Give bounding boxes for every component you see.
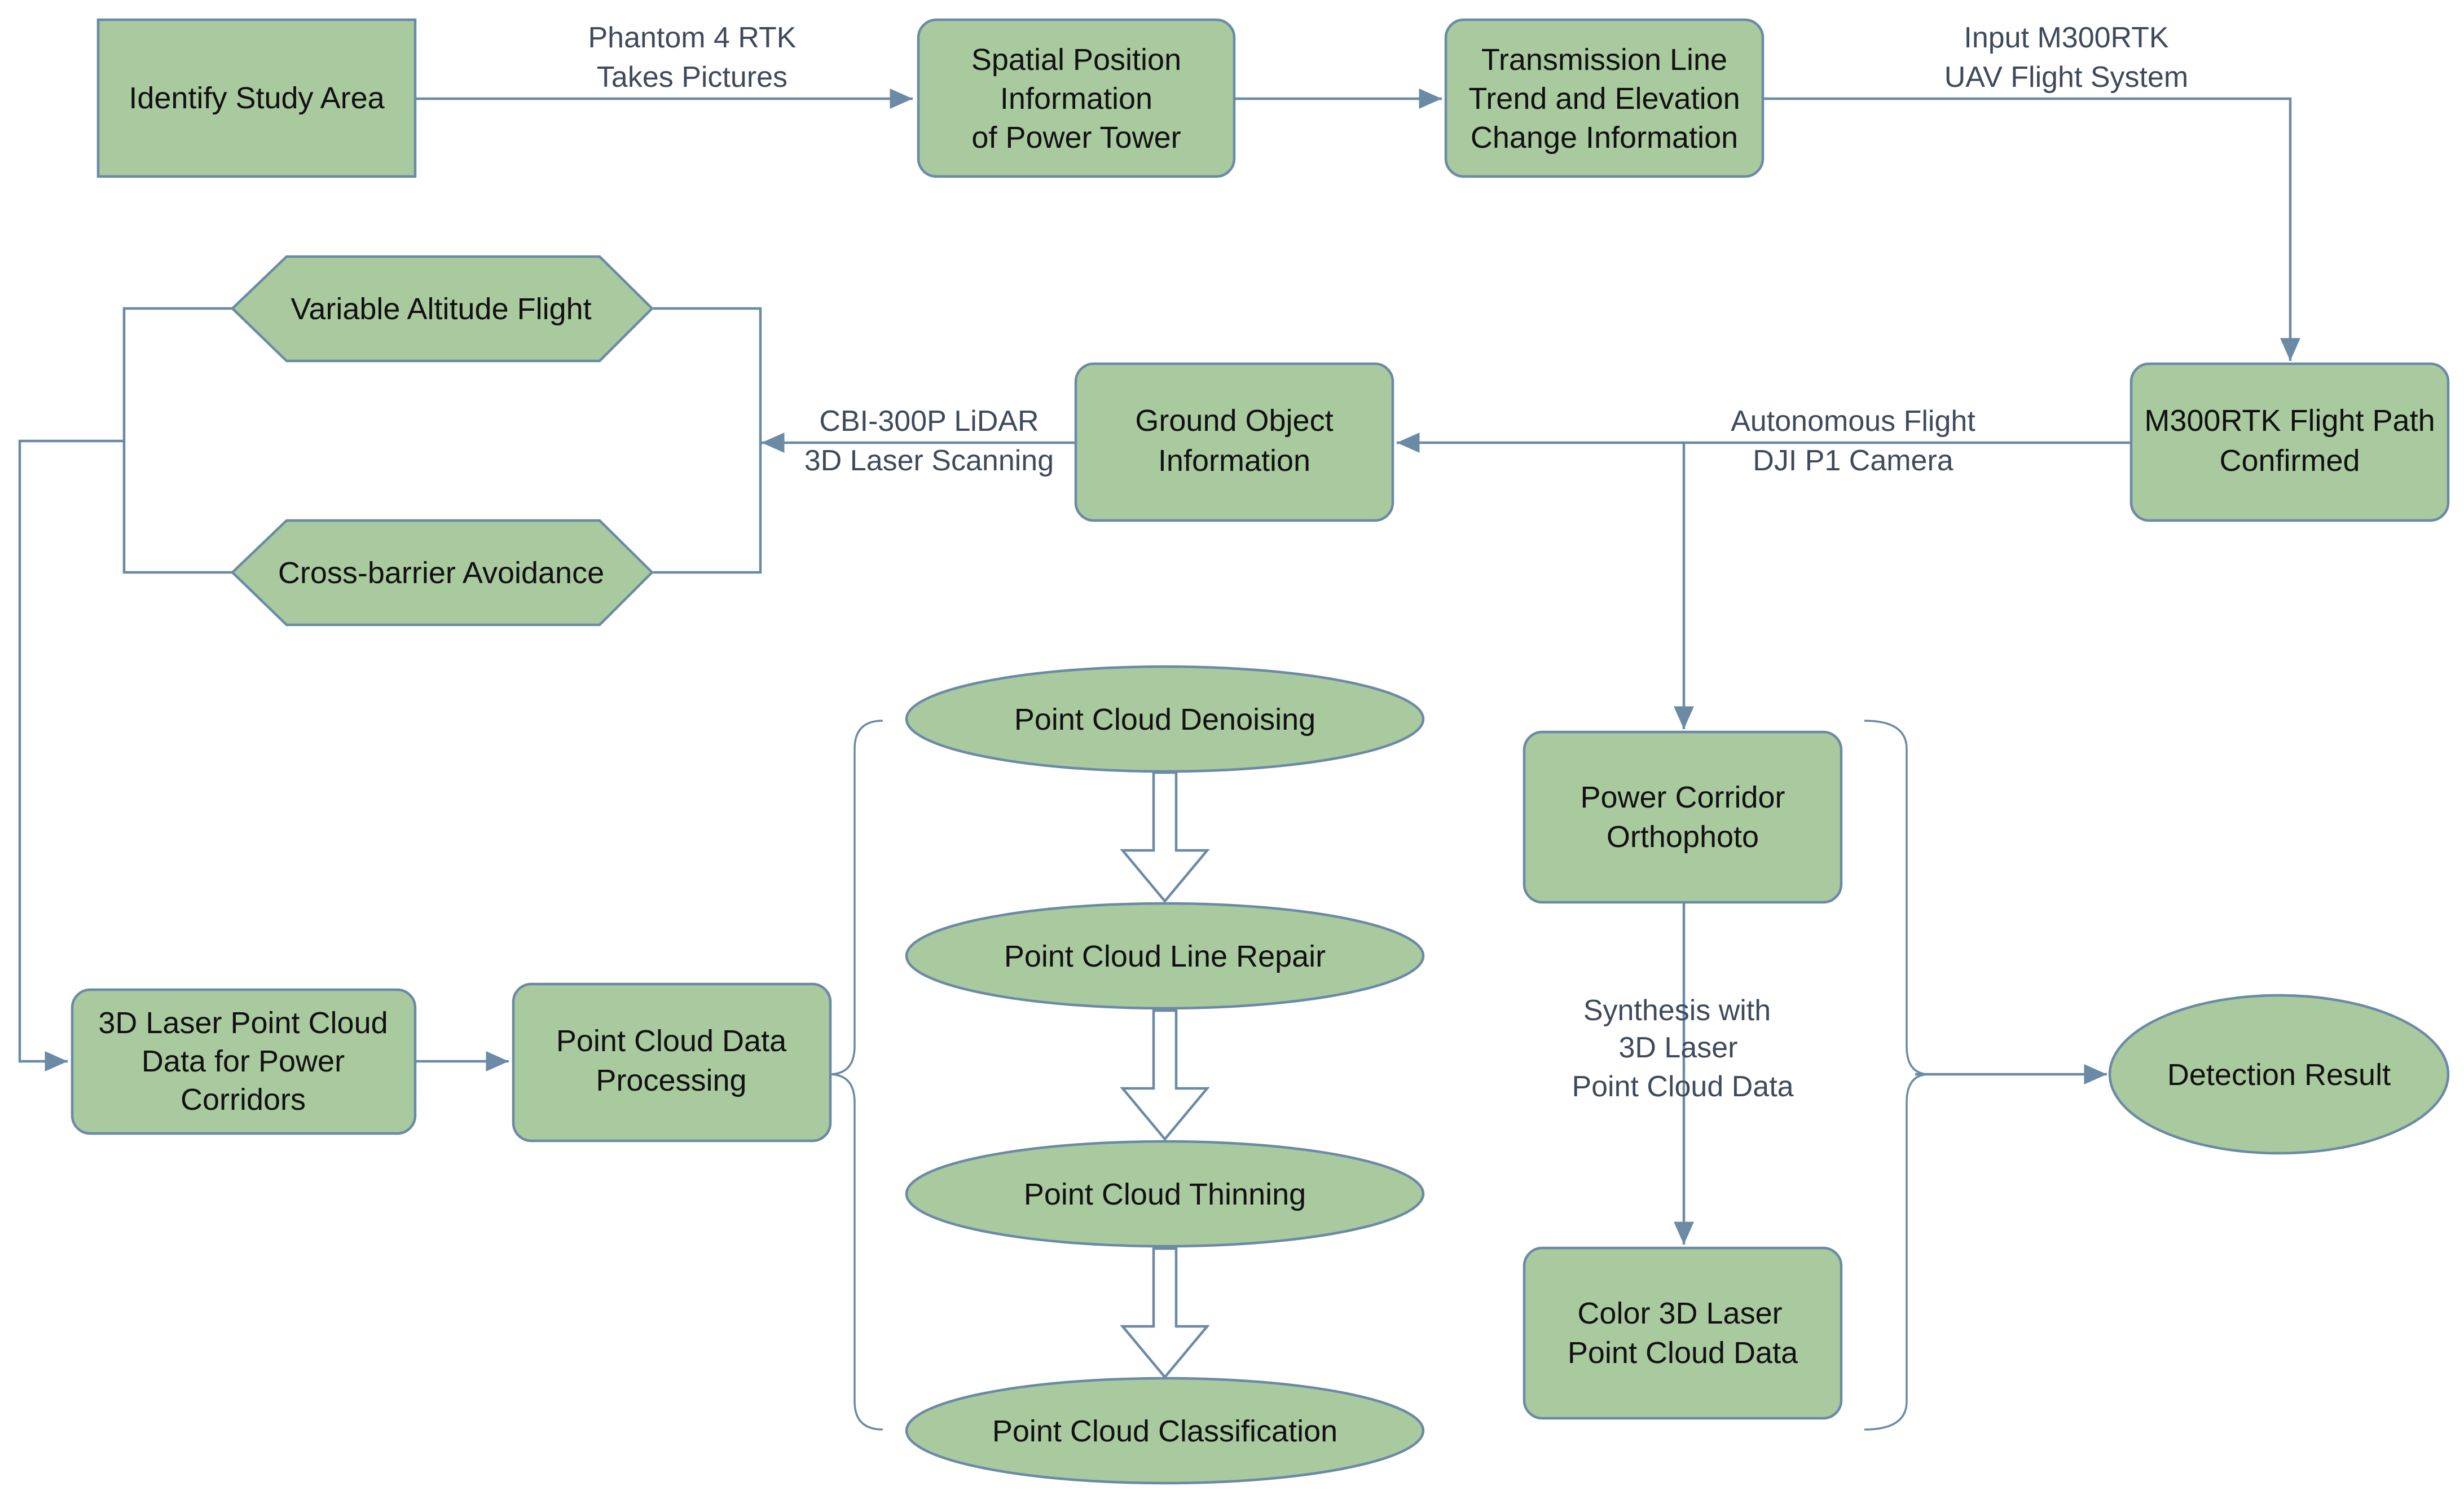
- edge-label-lidar-line-2: 3D Laser Scanning: [804, 444, 1054, 477]
- edge-bracket-to-laser-data: [18, 439, 124, 1071]
- node-transmission-line-line-1: Transmission Line: [1481, 43, 1727, 77]
- node-orthophoto-line-2: Orthophoto: [1607, 820, 1759, 854]
- node-transmission-line: Transmission Line Trend and Elevation Ch…: [1444, 18, 1765, 178]
- edge-label-synthesis-line-2: 3D Laser: [1619, 1031, 1738, 1064]
- node-denoising: Point Cloud Denoising: [905, 665, 1425, 773]
- node-laser-point-cloud: 3D Laser Point Cloud Data for Power Corr…: [71, 988, 417, 1135]
- node-color-point-cloud-line-2: Point Cloud Data: [1568, 1336, 1798, 1370]
- edge-label-phantom-line-2: Takes Pictures: [597, 61, 787, 94]
- edge-label-input-m300-line-2: UAV Flight System: [1944, 61, 2188, 94]
- node-cross-barrier-label: Cross-barrier Avoidance: [278, 556, 604, 590]
- connectors: [18, 89, 2300, 1245]
- node-ground-object: Ground Object Information: [1074, 362, 1394, 522]
- edge-label-input-m300-line-1: Input M300RTK: [1964, 21, 2169, 54]
- edge-transmission-to-flightpath: [1763, 97, 2300, 361]
- node-denoising-label: Point Cloud Denoising: [1014, 703, 1315, 736]
- hollow-arrow-2: [1120, 1009, 1210, 1141]
- node-variable-altitude: Variable Altitude Flight: [230, 255, 654, 363]
- edge-label-lidar-line-1: CBI-300P LiDAR: [819, 405, 1039, 438]
- edge-label-synthesis-line-1: Synthesis with: [1583, 994, 1771, 1027]
- node-flight-path-confirmed-line-1: M300RTK Flight Path: [2144, 404, 2435, 438]
- node-line-repair: Point Cloud Line Repair: [905, 902, 1425, 1010]
- node-laser-point-cloud-line-2: Data for Power: [142, 1044, 345, 1078]
- edge-label-phantom-line-1: Phantom 4 RTK: [588, 21, 796, 54]
- node-orthophoto-line-1: Power Corridor: [1580, 780, 1785, 814]
- hollow-arrows: [1120, 771, 1210, 1379]
- node-transmission-line-line-3: Change Information: [1471, 121, 1738, 155]
- node-point-cloud-processing-line-1: Point Cloud Data: [556, 1024, 787, 1058]
- node-detection-result: Detection Result: [2108, 994, 2450, 1155]
- edge-label-autonomous-line-2: DJI P1 Camera: [1753, 444, 1953, 477]
- node-ground-object-line-2: Information: [1158, 444, 1310, 478]
- node-ground-object-line-1: Ground Object: [1135, 404, 1333, 438]
- node-laser-point-cloud-line-1: 3D Laser Point Cloud: [98, 1006, 388, 1040]
- node-spatial-position-line-3: of Power Tower: [971, 121, 1181, 155]
- node-thinning: Point Cloud Thinning: [905, 1140, 1425, 1248]
- node-transmission-line-line-2: Trend and Elevation: [1468, 82, 1740, 116]
- node-point-cloud-processing: Point Cloud Data Processing: [512, 982, 832, 1143]
- hollow-arrow-1: [1120, 771, 1210, 903]
- node-detection-result-label: Detection Result: [2167, 1058, 2391, 1092]
- edge-labels: Phantom 4 RTK Takes Pictures Input M300R…: [588, 21, 2188, 1103]
- edge-label-autonomous-line-1: Autonomous Flight: [1731, 405, 1975, 438]
- node-classification-label: Point Cloud Classification: [992, 1414, 1337, 1448]
- node-orthophoto: Power Corridor Orthophoto: [1523, 730, 1843, 904]
- right-curly-brace: [1864, 720, 1930, 1431]
- node-classification: Point Cloud Classification: [905, 1377, 1425, 1485]
- edge-label-synthesis-line-3: Point Cloud Data: [1572, 1070, 1793, 1103]
- node-flight-path-confirmed: M300RTK Flight Path Confirmed: [2129, 362, 2450, 522]
- node-laser-point-cloud-line-3: Corridors: [181, 1083, 306, 1117]
- node-thinning-label: Point Cloud Thinning: [1024, 1177, 1306, 1211]
- flight-mode-bracket-right: [653, 307, 762, 574]
- hollow-arrow-3: [1120, 1247, 1210, 1379]
- left-curly-brace: [829, 720, 883, 1431]
- node-line-repair-label: Point Cloud Line Repair: [1004, 940, 1326, 973]
- node-point-cloud-processing-line-2: Processing: [596, 1064, 746, 1097]
- node-spatial-position-line-2: Information: [1000, 82, 1152, 116]
- node-spatial-position: Spatial Position Information of Power To…: [917, 18, 1236, 178]
- node-spatial-position-line-1: Spatial Position: [971, 43, 1181, 77]
- node-flight-path-confirmed-line-2: Confirmed: [2219, 444, 2360, 478]
- node-cross-barrier: Cross-barrier Avoidance: [230, 519, 654, 627]
- node-color-point-cloud: Color 3D Laser Point Cloud Data: [1523, 1246, 1843, 1420]
- node-identify-study-area: Identify Study Area: [96, 18, 417, 178]
- node-variable-altitude-label: Variable Altitude Flight: [291, 292, 591, 326]
- flight-mode-bracket: [122, 307, 232, 574]
- node-color-point-cloud-line-1: Color 3D Laser: [1577, 1296, 1782, 1330]
- node-identify-study-area-label: Identify Study Area: [129, 81, 385, 115]
